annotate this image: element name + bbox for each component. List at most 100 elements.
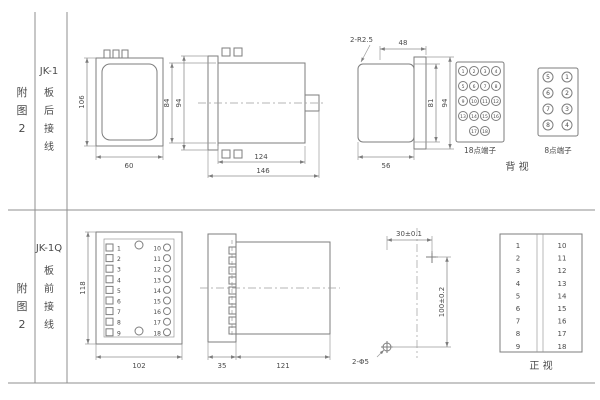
terminal-number: 8	[546, 122, 550, 129]
dim-body-width: 124	[254, 153, 268, 161]
terminal-pin	[491, 66, 501, 76]
terminal-pin	[469, 126, 479, 136]
panel-cutout-view: 2-R2.5 48 81 94 56	[350, 36, 454, 170]
dim-flange-h: 94	[441, 98, 449, 107]
rear-view-label: 背 视	[505, 160, 528, 173]
terminal-number: 1	[462, 69, 465, 75]
wiring-label: 接	[44, 300, 54, 313]
wiring-label: 前	[44, 282, 54, 295]
plug-side-view: 35 121	[200, 233, 340, 370]
terminal-number: 4	[117, 277, 121, 284]
terminal-pin	[469, 81, 479, 91]
wiring-label: 接	[44, 122, 54, 135]
dim-inner-height: 84	[163, 98, 171, 107]
terminal-number: 9	[117, 330, 121, 337]
terminal-pin	[458, 66, 468, 76]
terminal-pin	[458, 111, 468, 121]
dim-inner-h: 81	[427, 99, 435, 108]
fig-label: 图	[17, 300, 28, 313]
terminal-number: 10	[471, 99, 477, 105]
fig-label: 2	[19, 318, 26, 331]
terminal-pin	[458, 96, 468, 106]
terminal-pin	[105, 328, 114, 337]
terminal-pin	[561, 87, 573, 99]
terminal-pin	[542, 119, 554, 131]
terminal-number: 4	[495, 69, 498, 75]
terminal-number: 16	[493, 114, 499, 120]
terminal-pin	[163, 243, 171, 252]
terminal-pin	[105, 285, 114, 294]
table-number-right: 11	[558, 255, 567, 263]
terminal-pin	[491, 96, 501, 106]
terminal-pin	[163, 328, 171, 337]
dim-top-width: 48	[399, 39, 408, 47]
terminal-number: 3	[484, 69, 487, 75]
table-number-left: 6	[516, 305, 521, 313]
terminal-pin	[105, 275, 114, 284]
terminal-number: 14	[153, 288, 161, 295]
terminal-number: 2	[565, 90, 569, 97]
terminal-number: 6	[546, 90, 550, 97]
mounting-hole-layout: 30±0.1 100±0.2 2-Φ5	[352, 228, 451, 366]
terminal-pin	[105, 264, 114, 273]
terminal18-label: 18点端子	[464, 145, 497, 155]
terminal-pin	[542, 71, 554, 83]
terminal-pin	[163, 285, 171, 294]
dim-hole-offset-y: 100±0.2	[438, 287, 446, 317]
terminal-number: 13	[460, 114, 466, 120]
table-number-right: 15	[558, 305, 567, 313]
wiring-label: 板	[44, 86, 54, 99]
wiring-label: 后	[44, 105, 54, 117]
model-label-top: JK-1	[39, 66, 58, 77]
terminal-pin	[163, 264, 171, 273]
terminal-pin	[163, 296, 171, 305]
terminal-pin	[491, 81, 501, 91]
terminal-number: 4	[565, 122, 569, 129]
dim-hole-callout: 2-Φ5	[352, 358, 369, 366]
terminal-number: 17	[471, 129, 477, 135]
terminal-pin	[561, 103, 573, 115]
dim-outer-height: 94	[175, 98, 183, 107]
terminal-pin	[458, 81, 468, 91]
dim-plate-width: 35	[218, 362, 227, 370]
terminal-pin	[561, 119, 573, 131]
terminal-number: 10	[153, 246, 161, 253]
terminal-pin	[561, 71, 573, 83]
terminal-number: 5	[117, 288, 121, 295]
dim-total-width: 146	[256, 167, 270, 175]
terminal-number: 2	[117, 256, 121, 263]
terminal-number: 8	[117, 320, 121, 327]
terminal-number: 3	[565, 106, 569, 113]
dim-plug-height: 118	[79, 281, 87, 294]
terminal-number: 12	[153, 267, 161, 274]
terminal-pin	[469, 66, 479, 76]
terminal-pin	[105, 317, 114, 326]
terminal-number: 5	[546, 74, 550, 81]
terminal-number: 13	[153, 277, 161, 284]
table-number-left: 2	[516, 255, 520, 263]
fig-label: 附	[17, 85, 28, 99]
wiring-label: 线	[44, 318, 54, 331]
table-number-right: 17	[558, 330, 567, 338]
table-number-right: 16	[558, 318, 567, 326]
terminal-pin	[491, 111, 501, 121]
terminal-number: 12	[493, 99, 499, 105]
terminal-number: 15	[153, 299, 161, 306]
dim-hole-offset-x: 30±0.1	[396, 230, 422, 238]
table-number-right: 14	[558, 292, 567, 300]
terminal-number: 11	[482, 99, 488, 105]
table-number-left: 9	[516, 343, 520, 351]
table-number-left: 5	[516, 292, 520, 300]
terminal-number: 7	[117, 309, 121, 316]
terminal-number: 9	[462, 99, 465, 105]
table-number-left: 1	[516, 242, 520, 250]
fig-label: 2	[19, 122, 26, 135]
